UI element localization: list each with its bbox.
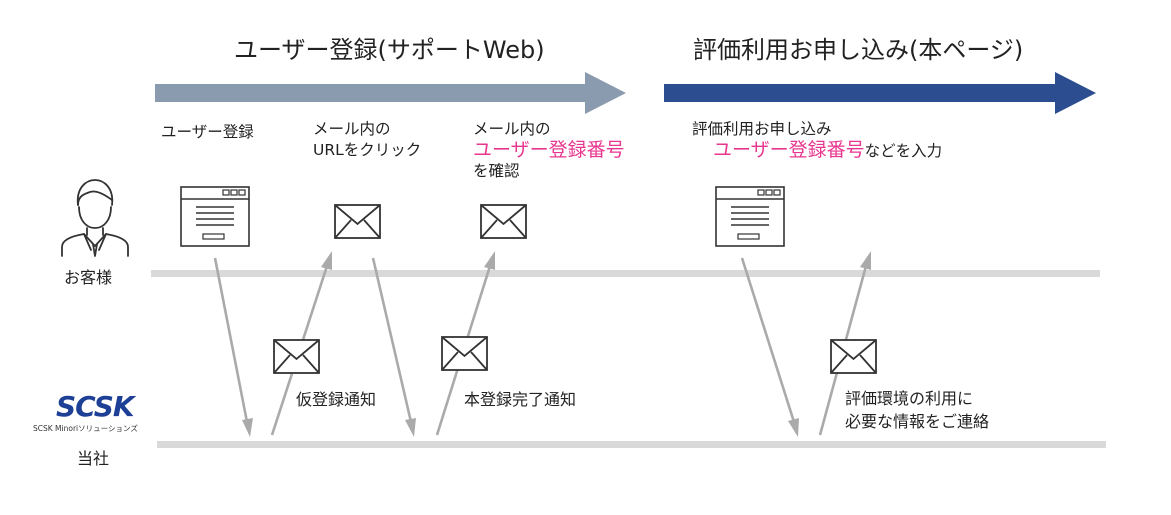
- step-text: を確認: [473, 162, 520, 180]
- message-text: 評価環境の利用に: [845, 389, 974, 408]
- highlight-user-number: ユーザー登録番号: [713, 139, 865, 161]
- browser-window-icon: [715, 186, 785, 247]
- browser-window-icon: [180, 186, 250, 247]
- flow-arrow-register-down: [213, 257, 249, 423]
- company-logo: SCSK: [56, 390, 135, 423]
- step-confirm-number: メール内の ユーザー登録番号 を確認: [473, 119, 625, 182]
- step-text: メール内の: [313, 120, 391, 138]
- customer-lane: [151, 270, 1100, 277]
- person-icon: [61, 179, 129, 257]
- envelope-icon: [334, 204, 381, 239]
- step-apply: 評価利用お申し込み ユーザー登録番号などを入力: [692, 119, 942, 162]
- message-complete-register: 本登録完了通知: [464, 390, 577, 409]
- envelope-icon: [273, 339, 320, 374]
- phase-arrow-application: [664, 72, 1096, 114]
- company-logo-subtitle: SCSK Minoriソリューションズ: [33, 424, 138, 433]
- flow-arrow-apply-down: [740, 257, 796, 423]
- lane-label-customer: お客様: [64, 268, 113, 287]
- flow-arrow-click-down: [371, 257, 413, 423]
- step-text: URLをクリック: [313, 141, 422, 159]
- message-temp-register: 仮登録通知: [296, 390, 377, 409]
- step-text: メール内の: [473, 120, 551, 138]
- phase-title-user-registration: ユーザー登録(サポートWeb): [234, 36, 545, 64]
- lane-label-company: 当社: [77, 449, 110, 468]
- envelope-icon: [830, 339, 877, 374]
- message-text: 必要な情報をご連絡: [845, 412, 990, 431]
- highlight-user-number: ユーザー登録番号: [473, 139, 625, 161]
- phase-title-evaluation-application: 評価利用お申し込み(本ページ): [693, 36, 1024, 64]
- step-user-registration: ユーザー登録: [161, 123, 254, 141]
- envelope-icon: [441, 336, 488, 371]
- company-lane: [157, 441, 1106, 448]
- message-env-info: 評価環境の利用に 必要な情報をご連絡: [845, 387, 989, 433]
- step-text: 評価利用お申し込み: [692, 120, 832, 138]
- step-text: などを入力: [864, 142, 943, 160]
- step-click-url: メール内の URLをクリック: [313, 119, 421, 161]
- envelope-icon: [480, 204, 527, 239]
- step-apply-input: ユーザー登録番号などを入力: [692, 140, 942, 162]
- phase-arrow-registration: [155, 72, 626, 114]
